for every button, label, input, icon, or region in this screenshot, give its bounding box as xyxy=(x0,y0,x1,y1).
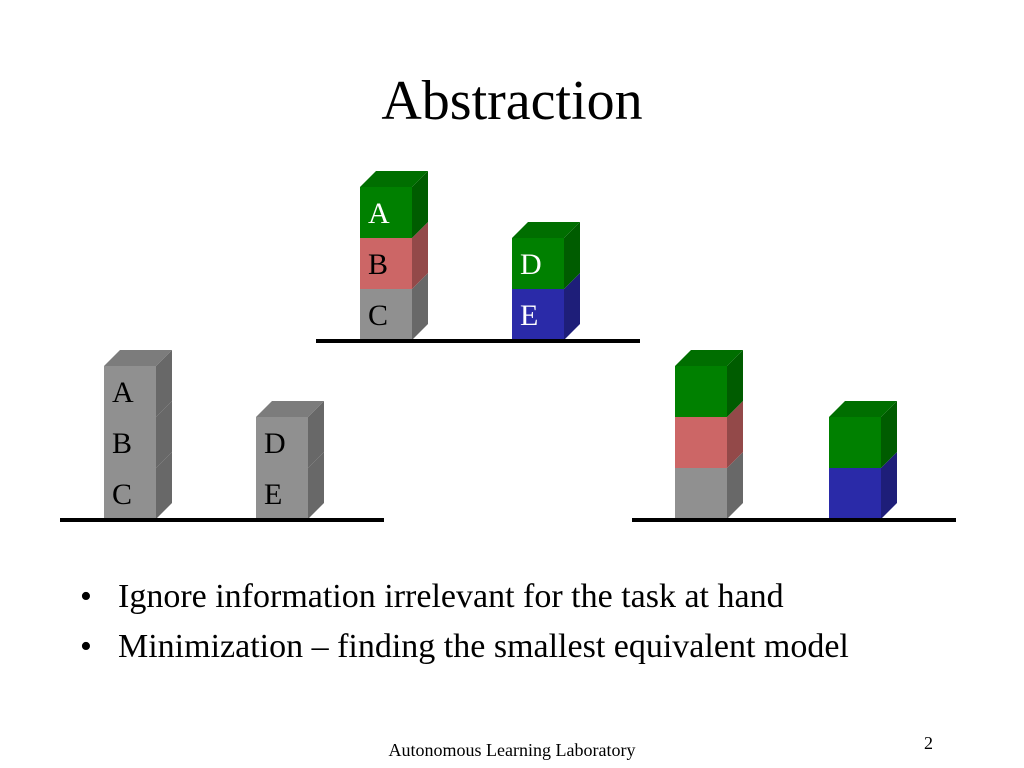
block-top xyxy=(512,222,580,238)
block xyxy=(829,401,897,468)
block-label: C xyxy=(368,299,388,332)
block-side xyxy=(727,401,743,468)
block-front xyxy=(829,468,881,519)
block-side xyxy=(881,452,897,519)
block-front xyxy=(675,468,727,519)
block-front xyxy=(256,468,308,519)
block-top xyxy=(675,350,743,366)
block xyxy=(675,350,743,417)
block: B xyxy=(104,401,172,468)
block: E xyxy=(256,452,324,519)
block-front xyxy=(360,187,412,238)
block-front xyxy=(104,468,156,519)
block-top xyxy=(104,350,172,366)
block-stack: CBA xyxy=(360,171,428,340)
block-label: C xyxy=(112,478,132,511)
block-front xyxy=(675,366,727,417)
block-front xyxy=(512,238,564,289)
block-front xyxy=(829,417,881,468)
block-side xyxy=(308,452,324,519)
bullet-list: • Ignore information irrelevant for the … xyxy=(72,577,952,677)
right-scene xyxy=(632,350,956,522)
bullet-dot: • xyxy=(80,628,92,665)
block-side xyxy=(727,452,743,519)
block-stack: CBA xyxy=(104,350,172,519)
block: D xyxy=(512,222,580,289)
block: C xyxy=(104,452,172,519)
block-front xyxy=(104,417,156,468)
block-front xyxy=(675,417,727,468)
block-stack xyxy=(829,401,897,519)
block: E xyxy=(512,273,580,340)
block-side xyxy=(564,273,580,340)
block-label: D xyxy=(520,248,542,281)
block-front xyxy=(104,366,156,417)
block xyxy=(675,452,743,519)
bullet-text: Ignore information irrelevant for the ta… xyxy=(118,578,784,615)
bullet-item: • Ignore information irrelevant for the … xyxy=(72,577,952,617)
block: B xyxy=(360,222,428,289)
block-top xyxy=(256,401,324,417)
bullet-text: Minimization – finding the smallest equi… xyxy=(118,628,849,665)
block-stack xyxy=(675,350,743,519)
block-side xyxy=(156,350,172,417)
bullet-dot: • xyxy=(80,578,92,615)
block-stack: ED xyxy=(256,401,324,519)
block-side xyxy=(564,222,580,289)
block-stack: ED xyxy=(512,222,580,340)
block: D xyxy=(256,401,324,468)
block-label: B xyxy=(368,248,388,281)
block-side xyxy=(881,401,897,468)
block-side xyxy=(412,222,428,289)
block: A xyxy=(104,350,172,417)
block-label: E xyxy=(264,478,282,511)
block-top xyxy=(360,171,428,187)
block-label: E xyxy=(520,299,538,332)
block-label: B xyxy=(112,427,132,460)
block xyxy=(675,401,743,468)
block: A xyxy=(360,171,428,238)
block-front xyxy=(256,417,308,468)
block-front xyxy=(360,289,412,340)
block xyxy=(829,452,897,519)
block-top xyxy=(829,401,897,417)
block-side xyxy=(156,401,172,468)
top-scene: CBA ED xyxy=(316,171,640,343)
block-side xyxy=(156,452,172,519)
footer-text: Autonomous Learning Laboratory xyxy=(388,740,636,760)
bullet-item: • Minimization – finding the smallest eq… xyxy=(72,627,952,667)
page-number: 2 xyxy=(924,733,933,753)
block: C xyxy=(360,273,428,340)
block-label: D xyxy=(264,427,286,460)
block-front xyxy=(512,289,564,340)
block-side xyxy=(308,401,324,468)
block-side xyxy=(412,273,428,340)
block-front xyxy=(360,238,412,289)
left-scene: CBA ED xyxy=(60,350,384,522)
block-side xyxy=(727,350,743,417)
block-label: A xyxy=(112,376,134,409)
slide-title: Abstraction xyxy=(381,70,643,132)
block-side xyxy=(412,171,428,238)
block-label: A xyxy=(368,197,390,230)
